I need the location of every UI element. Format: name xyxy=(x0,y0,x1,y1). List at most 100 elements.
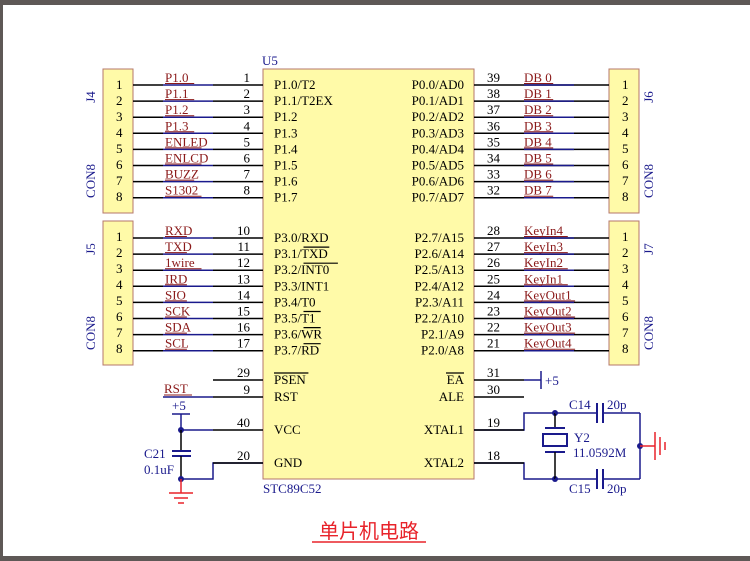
pin-name: GND xyxy=(274,455,302,470)
pin-name: P0.4/AD4 xyxy=(412,141,465,156)
pin-number: 36 xyxy=(487,118,501,133)
net-label: DB 5 xyxy=(524,151,552,166)
connector-pin-number: 7 xyxy=(116,173,123,188)
pin-number: 37 xyxy=(487,102,501,117)
net-label: KeyIn2 xyxy=(524,255,563,270)
pin-number: 33 xyxy=(487,167,500,182)
connector-pin-number: 4 xyxy=(116,125,123,140)
pin-number: 24 xyxy=(487,287,501,302)
connector-pin-number: 3 xyxy=(622,109,629,124)
connector-pin-number: 4 xyxy=(622,277,629,292)
net-label: 1wire xyxy=(165,255,195,270)
connector-body xyxy=(608,68,640,214)
pin-name: P2.5/A13 xyxy=(415,262,464,277)
pin-number: 9 xyxy=(244,382,251,397)
pin-name: XTAL2 xyxy=(424,455,464,470)
pin-number: 22 xyxy=(487,320,500,335)
mcu-designator: U5 xyxy=(262,53,278,68)
pin-number: 5 xyxy=(244,134,251,149)
pin-number: 18 xyxy=(487,448,500,463)
pin-number: 19 xyxy=(487,415,500,430)
pin-name: P2.3/A11 xyxy=(415,294,464,309)
mcu-part-number: STC89C52 xyxy=(263,481,322,496)
pin-name: P2.1/A9 xyxy=(421,327,464,342)
connector-body xyxy=(608,220,640,366)
pin-name: P3.0/RXD xyxy=(274,230,329,245)
connectors: 12345678J4CON8P1.0P1.1P1.2P1.3ENLEDENLCD… xyxy=(83,68,656,366)
pin-number: 35 xyxy=(487,134,500,149)
pin-name: P2.4/A12 xyxy=(415,278,464,293)
pin-name: RST xyxy=(274,389,298,404)
net-label: P1.1 xyxy=(165,86,188,101)
ground-icon xyxy=(169,479,193,504)
connector-pin-number: 2 xyxy=(622,93,629,108)
pin-name: P3.1/TXD xyxy=(274,246,328,261)
connector-pin-number: 5 xyxy=(116,141,123,156)
xtal2-wire xyxy=(474,462,555,480)
connector-pin-number: 3 xyxy=(116,109,123,124)
connector-j4[interactable]: 12345678J4CON8P1.0P1.1P1.2P1.3ENLEDENLCD… xyxy=(83,68,213,214)
connector-j7[interactable]: 12345678J7CON8KeyIn4KeyIn3KeyIn2KeyIn1Ke… xyxy=(524,220,656,366)
connector-pin-number: 6 xyxy=(116,309,123,324)
rst-net-label: RST xyxy=(164,381,188,396)
pin-number: 27 xyxy=(487,239,501,254)
net-label: DB 0 xyxy=(524,70,552,85)
net-label: SIO xyxy=(165,287,186,302)
pin-name: P1.5 xyxy=(274,158,297,173)
pin-number: 15 xyxy=(237,304,250,319)
net-label: SCL xyxy=(165,336,189,351)
pin-number: 34 xyxy=(487,151,501,166)
ea-power-label: +5 xyxy=(545,373,559,388)
pin-name: P0.7/AD7 xyxy=(412,190,465,205)
pin-number: 38 xyxy=(487,86,500,101)
connector-pin-number: 7 xyxy=(622,173,629,188)
net-label: ENLED xyxy=(165,134,208,149)
pin-number: 25 xyxy=(487,271,500,286)
y2-designator: Y2 xyxy=(574,430,590,445)
connector-type: CON8 xyxy=(83,164,98,198)
pin-name: P1.3 xyxy=(274,125,297,140)
pin-number: 10 xyxy=(237,223,250,238)
net-label: DB 3 xyxy=(524,118,552,133)
pin-number: 7 xyxy=(244,167,251,182)
net-label: DB 2 xyxy=(524,102,552,117)
net-label: DB 6 xyxy=(524,167,552,182)
pin-number: 30 xyxy=(487,382,500,397)
pin-number: 1 xyxy=(244,70,251,85)
connector-pin-number: 3 xyxy=(116,261,123,276)
pin-number: 12 xyxy=(237,255,250,270)
ground-icon-right xyxy=(640,432,666,460)
y2-value: 11.0592M xyxy=(573,445,627,460)
connector-designator: J7 xyxy=(641,243,656,255)
pin-number: 8 xyxy=(244,183,251,198)
pin-name: P2.6/A14 xyxy=(415,246,465,261)
connector-pin-number: 7 xyxy=(622,325,629,340)
connector-pin-number: 2 xyxy=(116,245,123,260)
connector-pin-number: 4 xyxy=(116,277,123,292)
connector-pin-number: 6 xyxy=(622,157,629,172)
pin-name: P1.2 xyxy=(274,109,297,124)
pin-number: 26 xyxy=(487,255,501,270)
pin-number: 4 xyxy=(244,118,251,133)
connector-pin-number: 7 xyxy=(116,325,123,340)
pin-name: P0.2/AD2 xyxy=(412,109,464,124)
net-label: TXD xyxy=(165,239,192,254)
pin-number: 2 xyxy=(244,86,251,101)
net-label: KeyOut4 xyxy=(524,336,572,351)
net-label: SDA xyxy=(165,320,192,335)
pin-name: P3.6/WR xyxy=(274,327,322,342)
connector-pin-number: 8 xyxy=(116,341,123,356)
connector-designator: J5 xyxy=(83,243,98,255)
connector-pin-number: 8 xyxy=(116,189,123,204)
pin-name: P3.7/RD xyxy=(274,343,319,358)
connector-pin-number: 6 xyxy=(116,157,123,172)
connector-pin-number: 1 xyxy=(622,229,629,244)
connector-pin-number: 5 xyxy=(116,293,123,308)
net-label: IRD xyxy=(165,271,187,286)
pin-number: 11 xyxy=(237,239,250,254)
pin-name: P0.6/AD6 xyxy=(412,174,465,189)
